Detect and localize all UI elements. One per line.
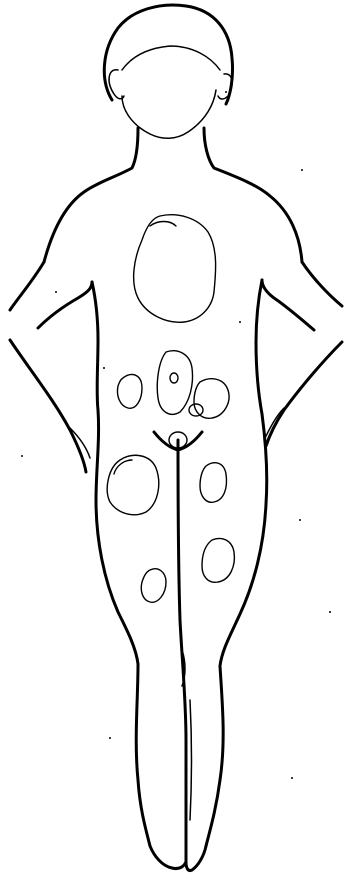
left-arm [10,262,92,472]
left-foot [150,846,186,869]
hair-outline [104,5,232,104]
right-forearm-lower [266,342,342,446]
speck [301,169,303,171]
neck-and-shoulders [44,128,302,262]
stomach-spot [170,373,178,383]
face-outline [122,90,216,138]
right-arm [262,262,342,446]
left-arm-outer [10,262,44,310]
speck [55,291,57,293]
chest-region [134,215,216,322]
organ-regions [107,215,234,602]
scan-specks [21,91,331,779]
right-foot [186,846,206,871]
right-arm-outer [302,262,342,306]
chest-region-inner [150,222,176,227]
speck [21,455,23,457]
left-leg-outer [136,664,150,846]
left-neck-shoulder [44,128,138,262]
right-waist-hip [220,280,267,666]
right-leg-outer [206,666,223,846]
center-shin-lines [190,700,192,820]
left-hip-region [107,455,159,514]
speck [299,519,301,521]
speck [103,367,105,369]
left-flank-region [117,375,142,409]
right-neck-shoulder [204,128,302,262]
speck [109,737,111,739]
legs [136,440,223,862]
hair-line [122,46,220,70]
left-ear [109,70,124,99]
speck [291,777,293,779]
right-thigh-region [202,539,234,583]
speck [225,91,227,93]
feet [150,846,206,871]
right-abdomen-region [194,379,229,419]
right-arm-inner [262,280,314,330]
left-thigh-region [141,569,166,603]
speck [239,321,241,323]
left-forearm-lower [10,340,86,472]
right-hip-region [200,463,227,503]
speck [329,611,331,613]
left-arm-inner [38,282,92,328]
head [104,5,232,138]
